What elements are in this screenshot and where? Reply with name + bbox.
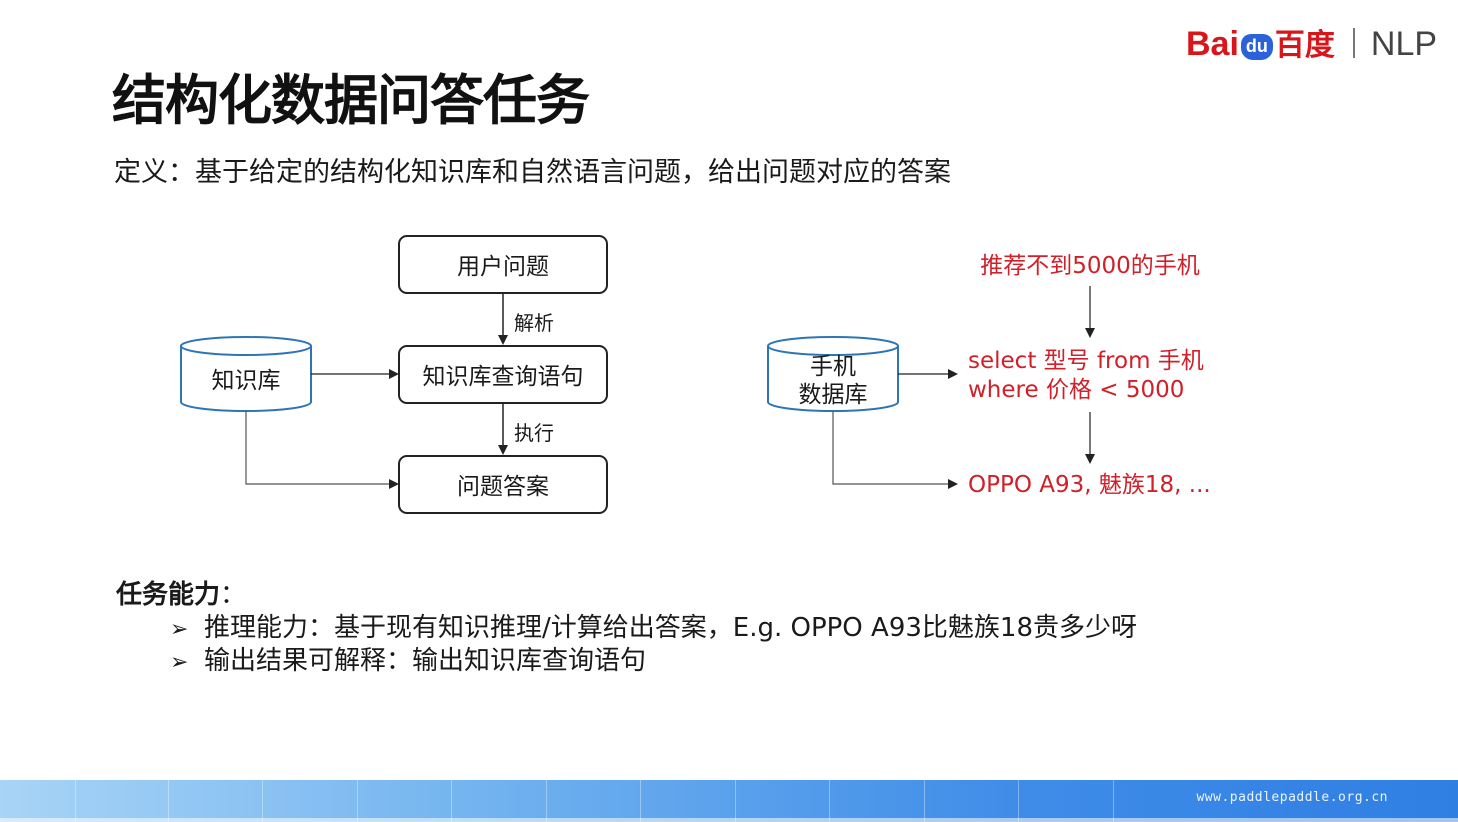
kb-label: 知识库	[212, 368, 281, 394]
left-flow-diagram: 用户问题 解析 知识库查询语句 执行 问题答案 知识库	[180, 235, 608, 514]
definition-text: 定义：基于给定的结构化知识库和自然语言问题，给出问题对应的答案	[114, 157, 951, 188]
db-to-result-arrow	[832, 411, 958, 489]
parse-label: 解析	[514, 311, 554, 335]
kb-query-box	[398, 345, 608, 404]
right-example-diagram: 推荐不到5000的手机 select 型号 from 手机 where 价格 <…	[767, 253, 1211, 498]
ability-item: ➢ 输出结果可解释：输出知识库查询语句	[170, 640, 646, 677]
ability-item: ➢ 推理能力：基于现有知识推理/计算给出答案，E.g. OPPO A93比魅族18…	[170, 607, 1137, 644]
kb-cylinder	[180, 336, 312, 412]
logo-paw-icon: du	[1240, 34, 1273, 60]
logo-chinese-text: 百度	[1274, 28, 1335, 63]
footer-banner: www.paddlepaddle.org.cn	[0, 780, 1458, 822]
execute-label: 执行	[514, 421, 554, 445]
user-question-box	[398, 235, 608, 294]
phone-db-label-line1: 手机	[810, 354, 856, 380]
logo-bai-text: Bai	[1186, 25, 1239, 63]
abilities-heading-text: 任务能力	[116, 580, 221, 610]
logo-product-text: NLP	[1370, 25, 1438, 63]
example-query-line2: where 价格 < 5000	[968, 377, 1184, 403]
user-question-label: 用户问题	[457, 254, 549, 280]
example-result: OPPO A93, 魅族18, ...	[968, 472, 1211, 498]
answer-box	[398, 455, 608, 514]
example-question: 推荐不到5000的手机	[980, 253, 1200, 279]
phone-db-label-line2: 数据库	[799, 382, 868, 408]
kb-query-label: 知识库查询语句	[423, 364, 584, 390]
abilities-heading: 任务能力：	[116, 574, 246, 611]
abilities-heading-colon: ：	[220, 580, 247, 610]
arrow-bullet-icon: ➢	[170, 650, 189, 675]
ability-item-text: 输出结果可解释：输出知识库查询语句	[204, 646, 647, 676]
arrow-bullet-icon: ➢	[170, 617, 189, 642]
example-query-line1: select 型号 from 手机	[968, 348, 1204, 374]
kb-to-answer-arrow	[245, 411, 399, 489]
phone-db-cylinder	[767, 336, 899, 412]
page-title: 结构化数据问答任务	[112, 69, 590, 132]
answer-label: 问题答案	[457, 474, 549, 500]
footer-url[interactable]: www.paddlepaddle.org.cn	[1196, 790, 1388, 805]
ability-item-text: 推理能力：基于现有知识推理/计算给出答案，E.g. OPPO A93比魅族18贵…	[204, 613, 1137, 643]
logo-divider	[1352, 28, 1355, 58]
